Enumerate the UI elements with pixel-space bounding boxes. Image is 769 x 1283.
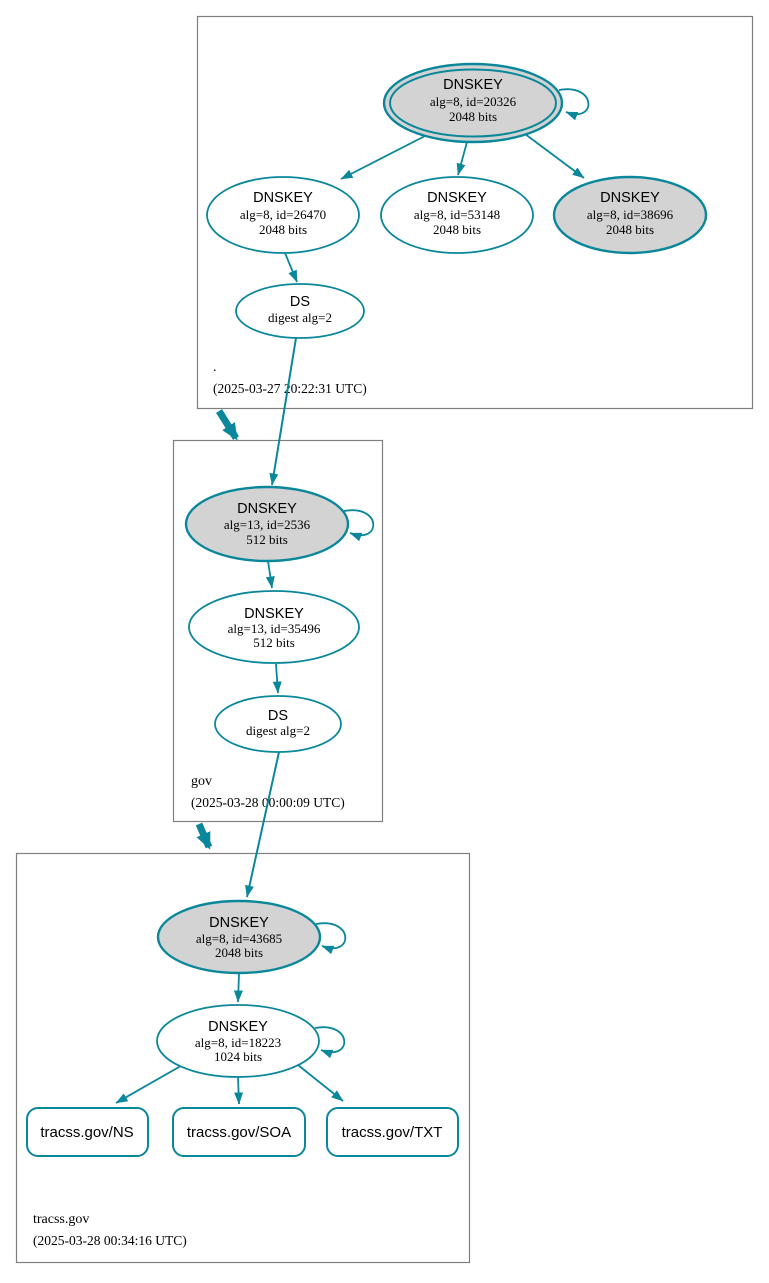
edge-dnskey35496-to-ds-gov (272, 663, 282, 694)
zone-box-tracss-gov (15, 852, 471, 1264)
node-title: DNSKEY (427, 190, 487, 206)
self-loop-dnskey-43685 (315, 922, 347, 955)
node-detail: alg=8, id=26470 (240, 207, 326, 222)
node-title: DS (290, 294, 310, 310)
zone-box-gov (172, 439, 384, 823)
node-title: DNSKEY (244, 606, 304, 622)
node-bits: 512 bits (253, 635, 295, 650)
ds-node-gov[interactable]: DS digest alg=2 (214, 695, 342, 753)
delegation-arrow-gov-to-tracss (195, 822, 213, 850)
node-bits: 2048 bits (215, 945, 263, 960)
edge-dnskey18223-to-txt (292, 1060, 344, 1102)
node-bits: 2048 bits (433, 222, 481, 237)
node-detail: digest alg=2 (246, 723, 310, 738)
node-detail: alg=8, id=20326 (430, 94, 517, 109)
node-title: DNSKEY (237, 501, 297, 517)
dnskey-node-26470[interactable]: DNSKEY alg=8, id=26470 2048 bits (206, 176, 360, 254)
node-title: DNSKEY (208, 1019, 268, 1035)
zone-label-tracss-gov: tracss.gov (33, 1212, 89, 1227)
edge-ds-gov-to-ksk-tracss (245, 751, 280, 898)
delegation-arrow-root-to-gov (216, 409, 239, 441)
rrset-node-tracss-gov-txt[interactable]: tracss.gov/TXT (326, 1107, 459, 1157)
dnskey-node-53148[interactable]: DNSKEY alg=8, id=53148 2048 bits (380, 176, 534, 254)
edge-dnskey18223-to-ns (115, 1062, 187, 1104)
node-detail: alg=8, id=18223 (195, 1035, 281, 1050)
node-detail: alg=13, id=2536 (224, 517, 311, 532)
rrset-label: tracss.gov/SOA (187, 1124, 291, 1141)
node-bits: 2048 bits (449, 109, 497, 124)
self-loop-dnskey-20326 (558, 88, 590, 121)
rrset-node-tracss-gov-soa[interactable]: tracss.gov/SOA (172, 1107, 306, 1157)
node-detail: alg=8, id=43685 (196, 931, 282, 946)
zone-timestamp-tracss-gov: (2025-03-28 00:34:16 UTC) (33, 1233, 187, 1248)
dnskey-node-38696[interactable]: DNSKEY alg=8, id=38696 2048 bits (552, 175, 708, 255)
node-title: DS (268, 708, 288, 724)
edge-dnskey26470-to-ds-root (284, 252, 298, 283)
dnskey-node-18223[interactable]: DNSKEY alg=8, id=18223 1024 bits (156, 1004, 320, 1078)
zone-label-gov: gov (191, 774, 212, 789)
self-loop-dnskey-18223 (314, 1026, 346, 1059)
node-bits: 2048 bits (259, 222, 307, 237)
rrset-label: tracss.gov/NS (40, 1124, 133, 1141)
zone-timestamp-root: (2025-03-27 20:22:31 UTC) (213, 381, 367, 396)
zone-box-root (196, 15, 754, 410)
node-title: DNSKEY (443, 77, 503, 93)
dnskey-node-35496[interactable]: DNSKEY alg=13, id=35496 512 bits (188, 590, 360, 664)
edge-ksk43685-to-dnskey18223 (233, 972, 243, 1003)
dnskey-node-2536[interactable]: DNSKEY alg=13, id=2536 512 bits (184, 485, 350, 563)
rrset-label: tracss.gov/TXT (342, 1124, 443, 1141)
edge-ksk20326-to-dnskey53148 (456, 141, 468, 176)
node-detail: alg=8, id=38696 (587, 207, 674, 222)
node-detail: alg=13, id=35496 (228, 621, 321, 636)
node-bits: 1024 bits (214, 1049, 262, 1064)
node-detail: digest alg=2 (268, 310, 332, 325)
zone-label-root: . (213, 360, 217, 375)
ds-node-root[interactable]: DS digest alg=2 (235, 283, 365, 339)
dnskey-node-20326[interactable]: DNSKEY alg=8, id=20326 2048 bits (382, 62, 564, 144)
node-title: DNSKEY (253, 190, 313, 206)
rrset-node-tracss-gov-ns[interactable]: tracss.gov/NS (26, 1107, 149, 1157)
self-loop-dnskey-2536 (343, 509, 375, 542)
node-title: DNSKEY (600, 190, 660, 206)
node-title: DNSKEY (209, 915, 269, 931)
dnskey-node-43685[interactable]: DNSKEY alg=8, id=43685 2048 bits (156, 899, 322, 975)
edge-ksk2536-to-dnskey35496 (265, 560, 275, 589)
node-detail: alg=8, id=53148 (414, 207, 500, 222)
edge-ksk20326-to-dnskey26470 (340, 135, 426, 180)
edge-dnskey18223-to-soa (234, 1076, 244, 1105)
node-bits: 2048 bits (606, 222, 654, 237)
edge-ksk20326-to-dnskey38696 (520, 130, 585, 179)
edge-ds-root-to-ksk-gov (269, 337, 297, 486)
node-bits: 512 bits (246, 532, 288, 547)
